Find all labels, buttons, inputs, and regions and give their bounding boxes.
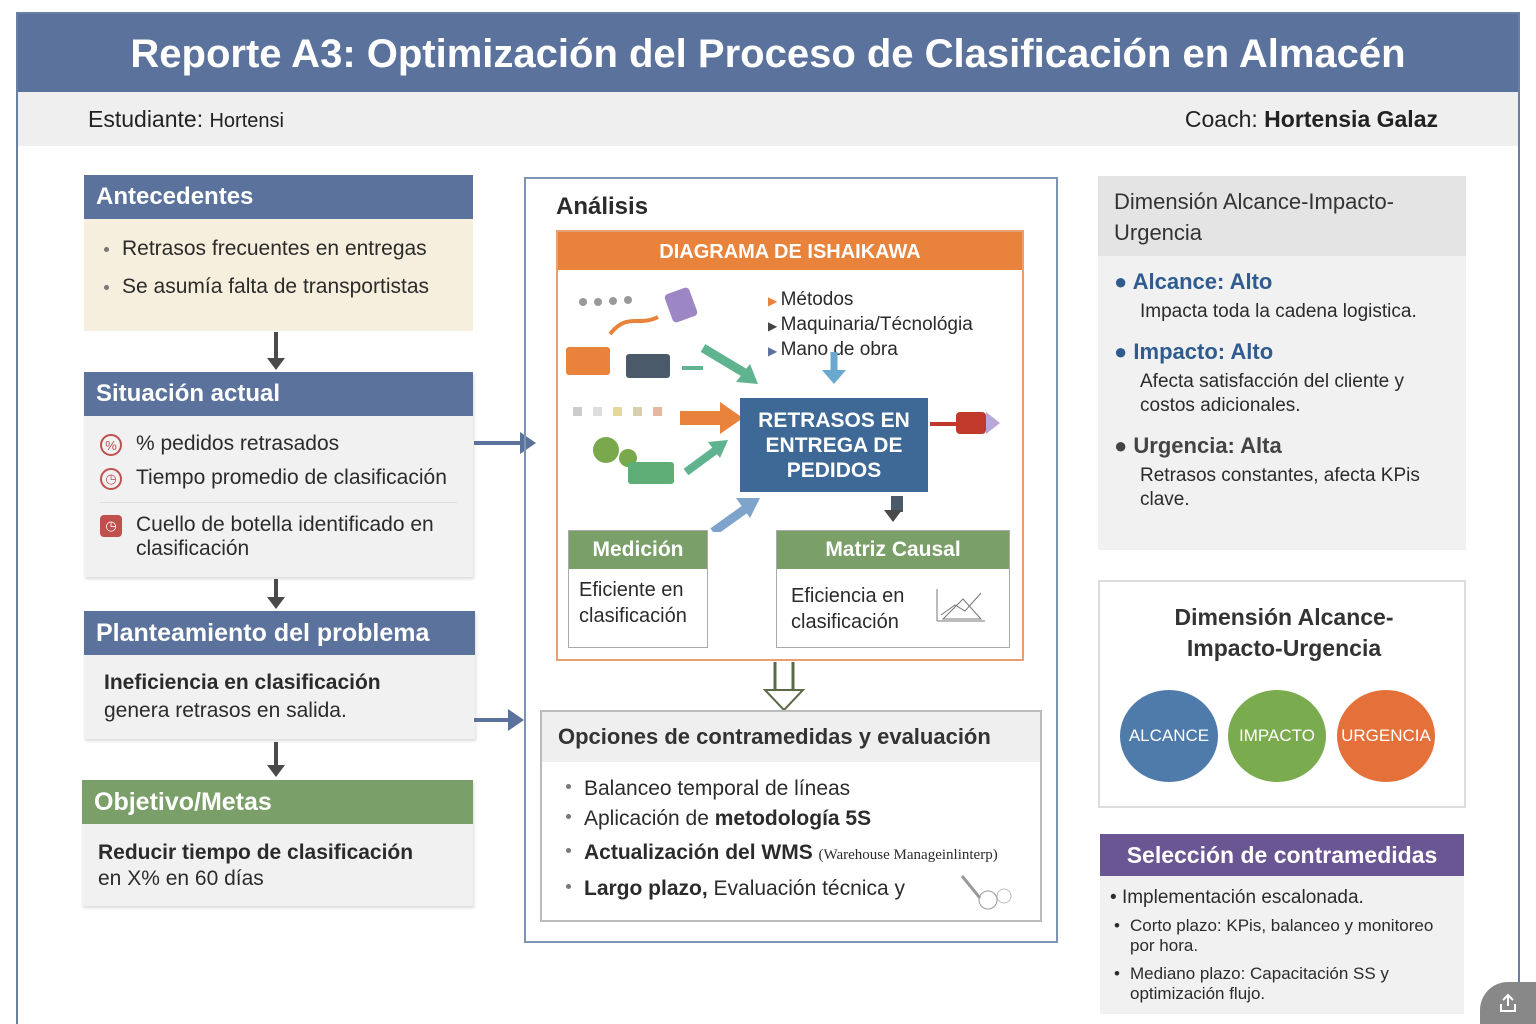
seleccion-section: Selección de contramedidas • Implementac… [1100,834,1464,1014]
dots-icon [573,407,662,416]
planteamiento-bold: Ineficiencia en clasificación [104,671,381,694]
arrow-right-icon [474,709,524,731]
student-name: Hortensi [209,110,284,132]
matriz-title: Matriz Causal [777,531,1009,569]
medicion-text: Eficiente en clasificación [579,579,687,627]
share-button[interactable] [1480,982,1536,1024]
opciones-item: Balanceo temporal de líneas [558,774,1024,804]
situacion-item: %% pedidos retrasados [100,432,457,456]
impacto-circle: IMPACTO [1228,690,1326,782]
medicion-title: Medición [569,531,707,569]
dimension-circles-panel: Dimensión Alcance-Impacto-Urgencia ALCAN… [1098,580,1466,808]
objetivo-text: en X% en 60 días [98,867,264,890]
chart-icon [936,589,985,622]
arrow-down-icon [267,332,285,370]
situacion-item: ◷Cuello de botella identificado en clasi… [100,513,457,561]
objetivo-section: Objetivo/Metas Reducir tiempo de clasifi… [82,780,473,906]
situacion-title: Situación actual [84,372,473,416]
arrow-down-icon [267,742,285,777]
opciones-item: Largo plazo, Evaluación técnica y [558,874,1024,904]
student-field: Estudiante: Hortensi [88,106,284,132]
percent-icon: % [100,434,122,456]
alcance-item: ● Alcance: Alto Impacta toda la cadena l… [1114,269,1417,323]
trend-icon [608,315,659,336]
effect-box: RETRASOS EN ENTREGA DE PEDIDOS [740,398,928,492]
alcance-circle: ALCANCE [1120,690,1218,782]
objetivo-title: Objetivo/Metas [82,780,473,824]
cause-item: ▶ Métodos [768,289,854,310]
planteamiento-section: Planteamiento del problema Ineficiencia … [84,611,475,739]
analisis-title: Análisis [556,193,649,220]
objetivo-bold: Reducir tiempo de clasificación [98,841,414,864]
matriz-box: Matriz Causal Eficiencia en clasificació… [776,530,1010,648]
antecedentes-item: Retrasos frecuentes en entregas [96,237,461,261]
opciones-item: Actualización del WMS (Warehouse Managei… [558,838,1024,870]
arrow-icon [700,344,751,379]
arrow-icon [683,443,723,476]
dimension2-title: Dimensión Alcance-Impacto-Urgencia [1174,604,1394,661]
opciones-item: Aplicación de metodología 5S [558,804,1024,834]
ishikawa-panel: DIAGRAMA DE ISHAIKAWA ▶ Métodos ▶ Maquin… [556,230,1024,661]
arrow-icon [710,503,751,532]
urgencia-circle: URGENCIA [1337,690,1435,782]
bottleneck-icon: ◷ [100,515,122,537]
fishbone-illustration [566,287,1000,532]
situacion-item: ◷Tiempo promedio de clasificación [100,466,457,503]
cause-list: ▶ Métodos ▶ Maquinaria/Técnológia ▶ Mano… [768,288,973,363]
folder-icon [566,347,670,378]
planteamiento-text: genera retrasos en salida. [104,699,347,722]
antecedentes-item: Se asumía falta de transportistas [96,275,461,299]
opciones-section: Opciones de contramedidas y evaluación B… [540,710,1042,922]
coach-field: Coach: Hortensia Galaz [1184,106,1438,132]
dimension-panel: Dimensión Alcance-Impacto-Urgencia ● Alc… [1098,176,1466,550]
wrench-icon [960,875,1012,910]
cause-item: ▶ Maquinaria/Técnológia [768,314,973,335]
double-arrow-down-icon [763,662,806,712]
plug-icon [930,412,1000,434]
medicion-box: Medición Eficiente en clasificación [568,530,708,648]
cause-item: ▶ Mano de obra [768,339,898,360]
antecedentes-section: Antecedentes Retrasos frecuentes en entr… [84,175,473,331]
ishikawa-title: DIAGRAMA DE ISHAIKAWA [558,232,1022,270]
arrow-down-icon [267,579,285,609]
urgencia-item: ● Urgencia: Alta Retrasos constantes, af… [1114,433,1420,511]
impacto-item: ● Impacto: Alto Afecta satisfacción del … [1114,339,1405,417]
situacion-section: Situación actual %% pedidos retrasados ◷… [84,372,473,577]
analisis-section: Análisis DIAGRAMA DE ISHAIKAWA ▶ Métodos… [524,177,1058,943]
header-info-bar: Estudiante: Hortensi Coach: Hortensia Ga… [18,92,1518,146]
dots-icon [579,296,632,306]
page-title: Reporte A3: Optimización del Proceso de … [18,14,1518,92]
clipboard-icon [664,287,698,323]
share-icon [1500,993,1516,1012]
dimension-title: Dimensión Alcance-Impacto-Urgencia [1098,176,1466,256]
arrow-down-icon [884,496,903,522]
seleccion-title: Selección de contramedidas [1100,834,1464,876]
clock-icon: ◷ [100,468,122,490]
arrow-right-icon [474,432,536,454]
opciones-title: Opciones de contramedidas y evaluación [542,712,1040,762]
seleccion-item: •Mediano plazo: Capacitación SS y optimi… [1114,964,1389,1003]
matriz-text: Eficiencia en clasificación [791,585,905,633]
seleccion-item: • Implementación escalonada. [1110,887,1364,908]
seleccion-item: •Corto plazo: KPis, balanceo y monitoreo… [1114,916,1434,955]
planteamiento-title: Planteamiento del problema [84,611,475,655]
folder-icon [628,462,674,484]
antecedentes-title: Antecedentes [84,175,473,219]
coach-name: Hortensia Galaz [1264,106,1438,132]
